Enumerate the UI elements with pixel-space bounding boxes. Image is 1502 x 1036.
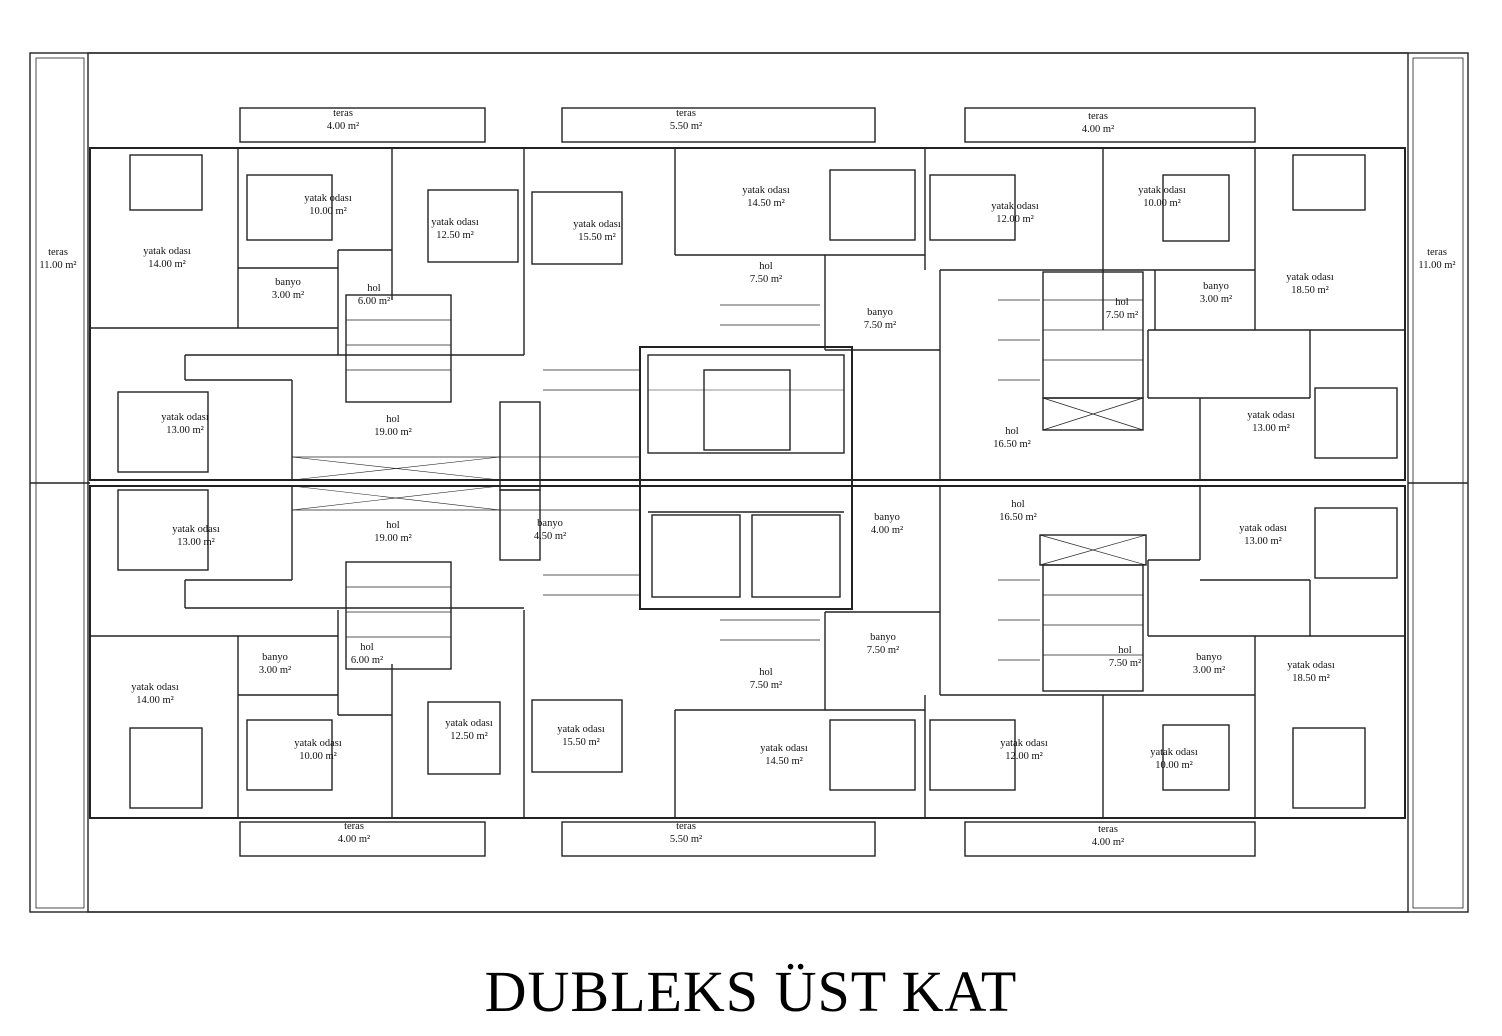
room-name-label: yatak odası bbox=[172, 524, 220, 535]
room-name-label: teras bbox=[1427, 247, 1447, 258]
room-name-label: yatak odası bbox=[161, 412, 209, 423]
room-name-label: banyo bbox=[867, 307, 893, 318]
room-area-label: 6.00 m² bbox=[358, 296, 390, 307]
room-area-label: 16.50 m² bbox=[993, 439, 1031, 450]
room-area-label: 3.00 m² bbox=[272, 290, 304, 301]
plan-title: DUBLEKS ÜST KAT bbox=[484, 959, 1018, 1024]
room-name-label: yatak odası bbox=[294, 738, 342, 749]
room-name-label: teras bbox=[1098, 824, 1118, 835]
room-name-label: hol bbox=[360, 642, 374, 653]
room-name-label: yatak odası bbox=[557, 724, 605, 735]
room-name-label: teras bbox=[333, 108, 353, 119]
room-area-label: 10.00 m² bbox=[1143, 198, 1181, 209]
room-area-label: 13.00 m² bbox=[1252, 423, 1290, 434]
floor-plan: teras 4.00 m² teras 5.50 m² teras 4.00 m² tera… bbox=[29, 52, 1469, 913]
room-area-label: 19.00 m² bbox=[374, 427, 412, 438]
room-name-label: hol bbox=[1005, 426, 1019, 437]
room-name-label: banyo bbox=[1196, 652, 1222, 663]
room-area-label: 7.50 m² bbox=[750, 680, 782, 691]
room-name-label: hol bbox=[386, 414, 400, 425]
room-name-label: yatak odası bbox=[304, 193, 352, 204]
room-area-label: 13.00 m² bbox=[166, 425, 204, 436]
room-name-label: banyo bbox=[537, 518, 563, 529]
room-name-label: banyo bbox=[874, 512, 900, 523]
room-area-label: 3.00 m² bbox=[1193, 665, 1225, 676]
room-name-label: yatak odası bbox=[445, 718, 493, 729]
room-area-label: 18.50 m² bbox=[1291, 285, 1329, 296]
room-area-label: 5.50 m² bbox=[670, 834, 702, 845]
room-area-label: 14.00 m² bbox=[136, 695, 174, 706]
room-area-label: 10.00 m² bbox=[1155, 760, 1193, 771]
room-name-label: hol bbox=[367, 283, 381, 294]
room-name-label: teras bbox=[676, 108, 696, 119]
room-area-label: 12.00 m² bbox=[1005, 751, 1043, 762]
room-area-label: 14.50 m² bbox=[747, 198, 785, 209]
room-name-label: banyo bbox=[275, 277, 301, 288]
room-area-label: 4.50 m² bbox=[534, 531, 566, 542]
room-area-label: 12.50 m² bbox=[450, 731, 488, 742]
room-area-label: 13.00 m² bbox=[177, 537, 215, 548]
room-area-label: 15.50 m² bbox=[578, 232, 616, 243]
room-name-label: banyo bbox=[262, 652, 288, 663]
room-name-label: banyo bbox=[1203, 281, 1229, 292]
room-area-label: 3.00 m² bbox=[259, 665, 291, 676]
room-area-label: 11.00 m² bbox=[1418, 260, 1455, 271]
room-name-label: teras bbox=[676, 821, 696, 832]
room-name-label: hol bbox=[1118, 645, 1132, 656]
room-area-label: 14.50 m² bbox=[765, 756, 803, 767]
room-area-label: 4.00 m² bbox=[338, 834, 370, 845]
room-area-label: 10.00 m² bbox=[299, 751, 337, 762]
room-area-label: 7.50 m² bbox=[750, 274, 782, 285]
room-name-label: teras bbox=[1088, 111, 1108, 122]
room-name-label: yatak odası bbox=[1287, 660, 1335, 671]
room-name-label: yatak odası bbox=[131, 682, 179, 693]
room-name-label: yatak odası bbox=[760, 743, 808, 754]
room-name-label: yatak odası bbox=[143, 246, 191, 257]
room-area-label: 19.00 m² bbox=[374, 533, 412, 544]
room-area-label: 7.50 m² bbox=[864, 320, 896, 331]
room-name-label: yatak odası bbox=[431, 217, 479, 228]
room-area-label: 4.00 m² bbox=[1082, 124, 1114, 135]
room-name-label: yatak odası bbox=[1247, 410, 1295, 421]
room-area-label: 18.50 m² bbox=[1292, 673, 1330, 684]
room-name-label: teras bbox=[344, 821, 364, 832]
room-name-label: yatak odası bbox=[991, 201, 1039, 212]
room-area-label: 14.00 m² bbox=[148, 259, 186, 270]
room-area-label: 7.50 m² bbox=[1106, 310, 1138, 321]
room-area-label: 5.50 m² bbox=[670, 121, 702, 132]
room-area-label: 16.50 m² bbox=[999, 512, 1037, 523]
room-name-label: hol bbox=[1115, 297, 1129, 308]
room-name-label: yatak odası bbox=[1150, 747, 1198, 758]
room-name-label: yatak odası bbox=[1138, 185, 1186, 196]
room-name-label: yatak odası bbox=[742, 185, 790, 196]
room-area-label: 4.00 m² bbox=[327, 121, 359, 132]
room-area-label: 13.00 m² bbox=[1244, 536, 1282, 547]
room-name-label: hol bbox=[759, 667, 773, 678]
room-area-label: 12.50 m² bbox=[436, 230, 474, 241]
room-area-label: 7.50 m² bbox=[1109, 658, 1141, 669]
room-name-label: yatak odası bbox=[1000, 738, 1048, 749]
room-name-label: yatak odası bbox=[1286, 272, 1334, 283]
room-area-label: 15.50 m² bbox=[562, 737, 600, 748]
room-area-label: 6.00 m² bbox=[351, 655, 383, 666]
room-area-label: 4.00 m² bbox=[871, 525, 903, 536]
room-area-label: 11.00 m² bbox=[39, 260, 76, 271]
room-area-label: 3.00 m² bbox=[1200, 294, 1232, 305]
room-area-label: 7.50 m² bbox=[867, 645, 899, 656]
room-name-label: yatak odası bbox=[573, 219, 621, 230]
room-area-label: 10.00 m² bbox=[309, 206, 347, 217]
room-name-label: banyo bbox=[870, 632, 896, 643]
room-name-label: yatak odası bbox=[1239, 523, 1287, 534]
room-area-label: 4.00 m² bbox=[1092, 837, 1124, 848]
room-area-label: 12.00 m² bbox=[996, 214, 1034, 225]
room-name-label: hol bbox=[386, 520, 400, 531]
room-name-label: teras bbox=[48, 247, 68, 258]
room-name-label: hol bbox=[759, 261, 773, 272]
room-labels: teras 4.00 m² teras 5.50 m² teras 4.00 m² tera… bbox=[39, 108, 1455, 848]
room-name-label: hol bbox=[1011, 499, 1025, 510]
